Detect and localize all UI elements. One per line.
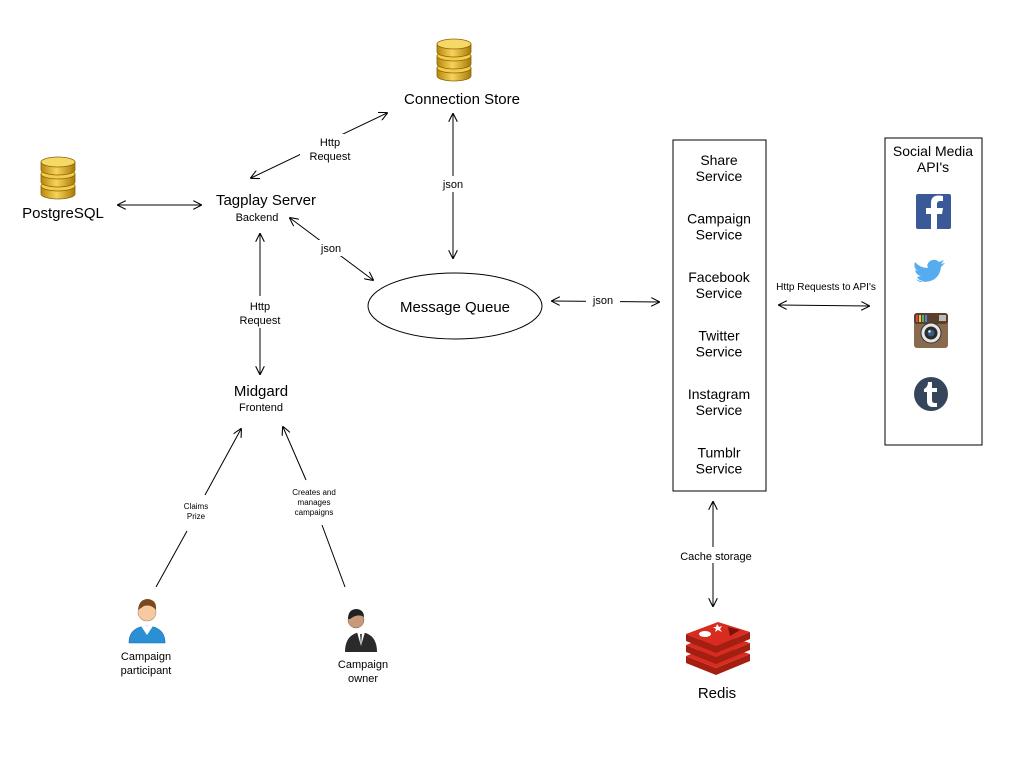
json-label-queue: json xyxy=(320,243,341,255)
midgard-label: Midgard xyxy=(234,383,288,400)
owner-label-1: Campaign xyxy=(338,659,388,671)
message-queue-ellipse xyxy=(367,272,543,340)
message-queue-node: Message Queue xyxy=(367,272,543,340)
campaign-owner-node: Campaign owner xyxy=(338,609,388,685)
redis-node: Redis xyxy=(686,622,750,702)
creates-campaigns-label-2: manages xyxy=(298,498,331,507)
creates-campaigns-label-1: Creates and xyxy=(292,488,336,497)
participant-line-lower xyxy=(155,530,188,588)
social-media-title-1: Social Media xyxy=(893,143,973,159)
services-panel: ShareServiceCampaignServiceFacebookServi… xyxy=(672,139,767,492)
service-label: Service xyxy=(696,227,743,243)
owner-label-2: owner xyxy=(348,673,378,685)
owner-line-upper xyxy=(283,427,307,481)
participant-label-1: Campaign xyxy=(121,651,171,663)
http-request-label-mid-1: Http xyxy=(250,301,270,313)
tagplay-server-label: Tagplay Server xyxy=(216,192,316,209)
json-label-store: json xyxy=(442,179,463,191)
claims-prize-label-2: Prize xyxy=(187,512,206,521)
twitter-icon xyxy=(914,259,945,283)
midgard-frontend-label: Frontend xyxy=(239,402,283,414)
json-label-services: json xyxy=(592,295,613,307)
creates-campaigns-label-3: campaigns xyxy=(295,508,334,517)
connection-store-node: Connection Store xyxy=(404,38,520,108)
message-queue-label: Message Queue xyxy=(400,299,510,316)
service-label: Instagram xyxy=(688,386,750,402)
facebook-icon xyxy=(916,194,951,229)
instagram-icon xyxy=(914,313,948,348)
service-label: Twitter xyxy=(698,328,740,344)
services-apis-arrow xyxy=(779,305,869,306)
tagplay-server-node: Tagplay Server Backend xyxy=(216,192,316,224)
social-media-title-2: API's xyxy=(917,159,949,175)
database-icon xyxy=(436,38,472,82)
postgresql-node: PostgreSQL xyxy=(22,156,104,222)
social-media-panel: Social Media API's xyxy=(884,137,983,446)
http-request-label-top-1: Http xyxy=(320,137,340,149)
service-label: Service xyxy=(696,461,743,477)
http-request-label-top-2: Request xyxy=(310,151,351,163)
postgresql-label: PostgreSQL xyxy=(22,205,104,222)
participant-line-upper xyxy=(204,429,241,496)
tagplay-backend-label: Backend xyxy=(236,212,279,224)
connection-store-label: Connection Store xyxy=(404,91,520,108)
service-label: Service xyxy=(696,402,743,418)
database-icon xyxy=(40,156,76,200)
service-label: Facebook xyxy=(688,269,750,285)
campaign-participant-node: Campaign participant xyxy=(121,599,172,677)
service-label: Share xyxy=(700,152,738,168)
service-label: Campaign xyxy=(687,211,751,227)
service-label: Service xyxy=(696,285,743,301)
service-label: Tumblr xyxy=(697,445,740,461)
claims-prize-label-1: Claims xyxy=(184,502,208,511)
midgard-node: Midgard Frontend xyxy=(234,383,288,414)
cache-storage-label: Cache storage xyxy=(680,551,752,563)
redis-label: Redis xyxy=(698,685,736,702)
http-requests-to-apis-label: Http Requests to API's xyxy=(776,282,876,293)
service-label: Service xyxy=(696,168,743,184)
services-list: ShareServiceCampaignServiceFacebookServi… xyxy=(687,152,751,477)
http-request-label-mid-2: Request xyxy=(240,315,281,327)
owner-line-lower xyxy=(321,524,346,588)
participant-label-2: participant xyxy=(121,665,172,677)
services-box xyxy=(672,139,767,492)
redis-icon xyxy=(686,622,750,675)
tumblr-icon xyxy=(914,377,948,411)
service-label: Service xyxy=(696,344,743,360)
participant-person-icon xyxy=(128,599,166,644)
owner-person-icon xyxy=(345,609,377,652)
